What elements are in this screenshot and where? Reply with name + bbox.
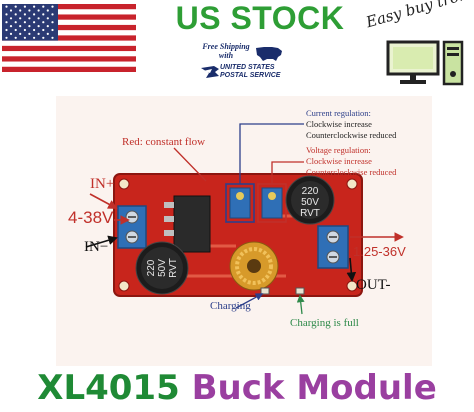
usps-eagle-icon — [201, 66, 219, 78]
out-minus-label: OUT- — [356, 277, 391, 293]
voltage-clockwise: Clockwise increase — [306, 156, 372, 166]
cap-top-line1: 220 — [302, 186, 319, 197]
voltage-potentiometer — [261, 187, 283, 219]
brand-logo: Easy buy tronix — [362, 0, 474, 90]
in-range-label: 4-38V — [68, 208, 114, 227]
in-minus-arrow — [85, 235, 118, 248]
product-model: XL4015 — [37, 368, 180, 408]
cap-top-line2: 50V — [301, 197, 319, 208]
usps-name-line1: UNITED STATES — [220, 64, 275, 71]
free-shipping-text: Free Shipping with — [198, 42, 254, 60]
brand-name-text: Easy buy tronix — [364, 0, 474, 32]
current-regulation-title: Current regulation: — [306, 108, 371, 118]
in-plus-arrow — [89, 193, 118, 209]
charging-led — [260, 287, 270, 295]
usps-name-text: UNITED STATES POSTAL SERVICE — [220, 64, 286, 80]
current-counterclockwise: Counterclockwise reduced — [306, 130, 397, 140]
charging-arrow — [235, 293, 264, 309]
product-title: XL4015 Buck Module — [0, 368, 474, 408]
current-clockwise: Clockwise increase — [306, 119, 372, 129]
output-terminal-block — [317, 225, 349, 269]
out-minus-arrow — [346, 257, 357, 282]
capacitor-top — [285, 175, 335, 225]
input-terminal-block — [117, 205, 147, 249]
flag-stars — [5, 5, 54, 39]
charge-full-led — [295, 287, 305, 295]
in-minus-label: IN− — [84, 239, 109, 255]
computer-icon — [386, 40, 464, 86]
charging-full-arrow — [296, 294, 305, 315]
cap-bottom-line1: 220 — [146, 259, 157, 276]
usps-shipping-badge: Free Shipping with UNITED STATES POSTAL … — [198, 42, 286, 82]
in-plus-label: IN+ — [90, 176, 115, 192]
us-stock-heading: US STOCK — [175, 0, 345, 36]
product-name: Buck Module — [191, 368, 437, 408]
current-regulation-leader — [239, 123, 304, 184]
voltage-regulation-note: Voltage regulation: Clockwise increase C… — [306, 145, 396, 178]
cap-bottom-text: 220 50V RVT — [146, 258, 179, 278]
free-shipping-line2: with — [218, 51, 234, 60]
charging-label: Charging — [210, 300, 251, 312]
current-potentiometer — [229, 187, 251, 219]
current-regulation-note: Current regulation: Clockwise increase C… — [306, 108, 396, 141]
out-range-label: 1.25-36V — [353, 244, 406, 259]
flag-stripes — [2, 4, 136, 72]
flag-canton — [2, 4, 58, 41]
us-flag-image — [2, 4, 136, 72]
cap-top-line3: RVT — [300, 208, 320, 219]
cap-bottom-line3: RVT — [168, 258, 179, 278]
buck-module-diagram: 220 50V RVT 220 50V RVT — [56, 96, 432, 366]
voltage-regulation-leader — [271, 161, 304, 184]
usa-map-icon — [256, 47, 282, 61]
voltage-counterclockwise: Counterclockwise reduced — [306, 167, 397, 177]
red-constant-flow-label: Red: constant flow — [122, 136, 206, 148]
usps-name-line2: POSTAL SERVICE — [220, 72, 281, 79]
free-shipping-line1: Free Shipping — [202, 42, 250, 51]
cap-bottom-line2: 50V — [157, 259, 168, 277]
red-constant-flow-leader — [173, 147, 207, 182]
capacitor-bottom — [135, 241, 189, 295]
voltage-regulation-title: Voltage regulation: — [306, 145, 371, 155]
inductor-coil — [229, 241, 279, 291]
charging-full-label: Charging is full — [290, 317, 359, 329]
